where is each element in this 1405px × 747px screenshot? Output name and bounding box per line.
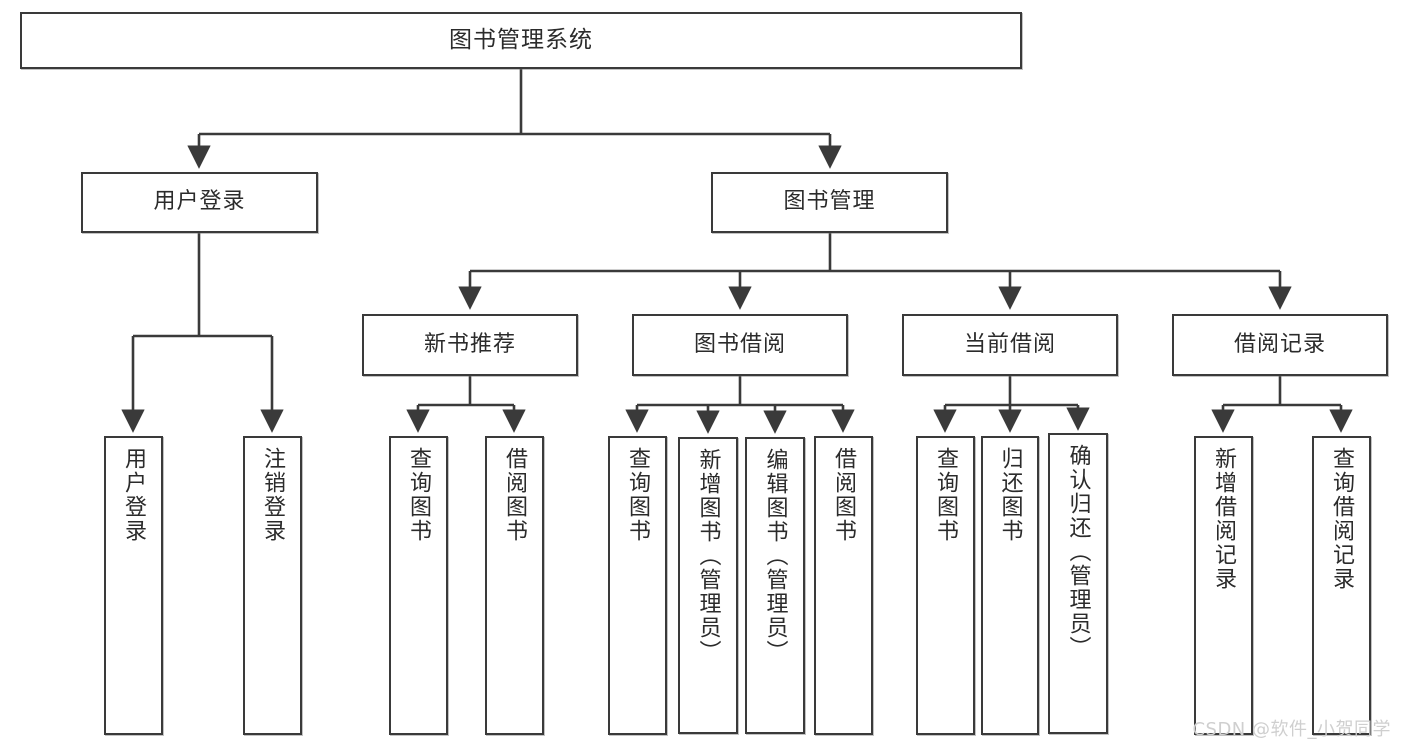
node-label: 用户登录 xyxy=(153,189,246,215)
watermark-csdn: CSDN @软件_小贺同学 xyxy=(1192,719,1391,740)
node-label: 用户登录 xyxy=(121,447,147,543)
node-label: 确认归还（管理员） xyxy=(1065,444,1091,660)
node-label: 新增图书（管理员） xyxy=(695,448,721,664)
node-label: 归还图书 xyxy=(997,447,1023,543)
node-root-book-management-system[interactable]: 图书管理系统 xyxy=(20,12,1022,69)
node-borrow-record[interactable]: 借阅记录 xyxy=(1172,314,1388,376)
node-label: 借阅记录 xyxy=(1233,331,1326,357)
node-leaf-return-book[interactable]: 归还图书 xyxy=(981,436,1039,735)
node-label: 新增借阅记录 xyxy=(1211,447,1237,591)
node-label: 注销登录 xyxy=(260,447,286,543)
node-label: 图书管理 xyxy=(783,189,876,215)
node-leaf-confirm-return-admin[interactable]: 确认归还（管理员） xyxy=(1048,433,1108,734)
node-leaf-user-login[interactable]: 用户登录 xyxy=(104,436,163,735)
node-label: 查询借阅记录 xyxy=(1329,447,1355,591)
node-leaf-borrow-book-1[interactable]: 借阅图书 xyxy=(485,436,544,735)
node-label: 借阅图书 xyxy=(502,447,528,543)
node-book-borrow[interactable]: 图书借阅 xyxy=(632,314,848,376)
node-leaf-query-borrow-record[interactable]: 查询借阅记录 xyxy=(1312,436,1371,735)
node-leaf-query-book-3[interactable]: 查询图书 xyxy=(916,436,975,735)
node-label: 编辑图书（管理员） xyxy=(762,448,788,664)
node-leaf-add-borrow-record[interactable]: 新增借阅记录 xyxy=(1194,436,1253,735)
node-label: 借阅图书 xyxy=(831,447,857,543)
node-label: 查询图书 xyxy=(933,447,959,543)
node-label: 当前借阅 xyxy=(963,331,1056,357)
node-current-borrow[interactable]: 当前借阅 xyxy=(902,314,1118,376)
node-leaf-query-book-1[interactable]: 查询图书 xyxy=(389,436,448,735)
node-leaf-query-book-2[interactable]: 查询图书 xyxy=(608,436,667,735)
node-book-manage[interactable]: 图书管理 xyxy=(711,172,948,233)
node-leaf-logout-login[interactable]: 注销登录 xyxy=(243,436,302,735)
node-label: 图书管理系统 xyxy=(449,26,593,53)
node-new-book-recommend[interactable]: 新书推荐 xyxy=(362,314,578,376)
node-leaf-edit-book-admin[interactable]: 编辑图书（管理员） xyxy=(745,437,805,734)
node-label: 查询图书 xyxy=(625,447,651,543)
node-leaf-add-book-admin[interactable]: 新增图书（管理员） xyxy=(678,437,738,734)
node-label: 新书推荐 xyxy=(423,331,516,357)
node-leaf-borrow-book-2[interactable]: 借阅图书 xyxy=(814,436,873,735)
node-user-login[interactable]: 用户登录 xyxy=(81,172,318,233)
node-label: 图书借阅 xyxy=(693,331,786,357)
node-label: 查询图书 xyxy=(406,447,432,543)
